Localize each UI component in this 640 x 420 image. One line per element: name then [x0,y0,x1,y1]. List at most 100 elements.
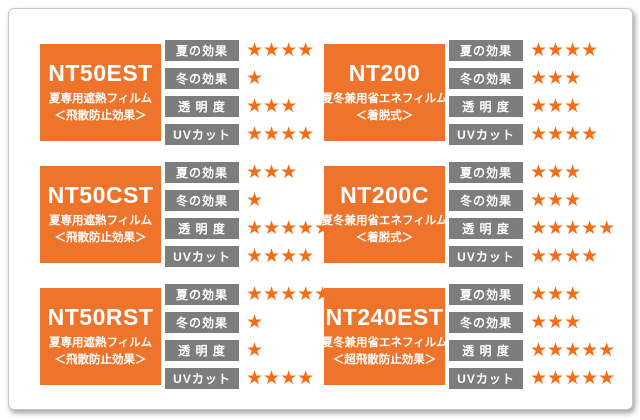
rating-row: UVカット ★★★★ [449,124,598,145]
product-note: ＜超飛散防止効果＞ [332,354,437,366]
ratings-list: 夏の効果 ★★★★ 冬の効果 ★ 透 明 度 ★★★ UVカット ★★★★ [165,40,314,145]
star-rating-icons: ★★★★★ [530,217,616,239]
rating-label: UVカット [165,368,239,389]
product-card-nt200c: NT200C 夏冬兼用省エネフィルム ＜着脱式＞ 夏の効果 ★★★ 冬の効果 ★… [321,162,615,267]
product-description: 夏専用遮熱フィルム [48,93,153,105]
star-rating-icons: ★★★ [530,283,582,305]
star-rating-icons: ★★★★ [246,123,315,145]
rating-row: 夏の効果 ★★★ [449,284,615,305]
star-rating-icons: ★★★★ [530,123,599,145]
rating-label: UVカット [165,246,239,267]
product-box: NT50EST 夏専用遮熱フィルム ＜飛散防止効果＞ [40,44,161,141]
product-grid: NT50EST 夏専用遮熱フィルム ＜飛散防止効果＞ 夏の効果 ★★★★ 冬の効… [40,40,632,389]
rating-label: 透 明 度 [165,96,239,117]
rating-row: 透 明 度 ★★★★★ [165,218,331,239]
star-rating-icons: ★★★★ [530,245,599,267]
rating-row: UVカット ★★★★ [165,124,314,145]
rating-label: UVカット [449,246,523,267]
rating-row: 夏の効果 ★★★ [449,162,615,183]
star-rating-icons: ★★★★★ [246,283,332,305]
star-rating-icons: ★★★ [530,161,582,183]
rating-row: UVカット ★★★★ [165,368,331,389]
product-box: NT50RST 夏専用遮熱フィルム ＜飛散防止効果＞ [40,288,161,385]
star-rating-icons: ★★★★ [246,367,315,389]
ratings-list: 夏の効果 ★★★ 冬の効果 ★★★ 透 明 度 ★★★★★ UVカット ★★★★ [449,162,615,267]
ratings-list: 夏の効果 ★★★★★ 冬の効果 ★ 透 明 度 ★ UVカット ★★★★ [165,284,331,389]
rating-label: 冬の効果 [165,68,239,89]
product-description: 夏専用遮熱フィルム [48,215,153,227]
product-name: NT50CST [47,182,154,208]
star-rating-icons: ★ [246,67,264,89]
product-name: NT200C [340,182,429,208]
rating-label: 夏の効果 [449,284,523,305]
rating-row: 夏の効果 ★★★★ [165,40,314,61]
rating-row: 夏の効果 ★★★★ [449,40,598,61]
rating-row: 透 明 度 ★ [165,340,331,361]
product-name: NT200 [348,60,421,86]
ratings-list: 夏の効果 ★★★ 冬の効果 ★ 透 明 度 ★★★★★ UVカット ★★★★ [165,162,331,267]
star-rating-icons: ★★★ [530,189,582,211]
product-box: NT200 夏冬兼用省エネフィルム ＜着脱式＞ [321,44,448,141]
star-rating-icons: ★★★★ [530,39,599,61]
rating-label: 透 明 度 [165,218,239,239]
product-card-nt50rst: NT50RST 夏専用遮熱フィルム ＜飛散防止効果＞ 夏の効果 ★★★★★ 冬の… [40,284,331,389]
rating-row: 冬の効果 ★ [165,190,331,211]
rating-row: UVカット ★★★★★ [449,368,615,389]
rating-label: UVカット [165,124,239,145]
product-note: ＜着脱式＞ [355,110,414,122]
rating-label: 夏の効果 [165,284,239,305]
rating-row: 透 明 度 ★★★ [165,96,314,117]
star-rating-icons: ★★★ [530,67,582,89]
product-note: ＜着脱式＞ [355,232,414,244]
product-note: ＜飛散防止効果＞ [54,354,147,366]
star-rating-icons: ★ [246,189,264,211]
product-note: ＜飛散防止効果＞ [54,232,147,244]
star-rating-icons: ★ [246,339,264,361]
rating-label: 冬の効果 [449,190,523,211]
rating-label: 冬の効果 [449,68,523,89]
product-box: NT240EST 夏冬兼用省エネフィルム ＜超飛散防止効果＞ [321,288,448,385]
star-rating-icons: ★★★★★ [530,367,616,389]
product-card-nt50est: NT50EST 夏専用遮熱フィルム ＜飛散防止効果＞ 夏の効果 ★★★★ 冬の効… [40,40,324,145]
product-box: NT200C 夏冬兼用省エネフィルム ＜着脱式＞ [321,166,448,263]
product-comparison-panel: NT50EST 夏専用遮熱フィルム ＜飛散防止効果＞ 夏の効果 ★★★★ 冬の効… [8,8,633,410]
rating-row: 透 明 度 ★★★★★ [449,218,615,239]
star-rating-icons: ★★★★ [246,39,315,61]
product-note: ＜飛散防止効果＞ [54,110,147,122]
product-card-nt240est: NT240EST 夏冬兼用省エネフィルム ＜超飛散防止効果＞ 夏の効果 ★★★ … [321,284,615,389]
rating-row: UVカット ★★★★ [165,246,331,267]
rating-label: 透 明 度 [165,340,239,361]
rating-label: 夏の効果 [449,40,523,61]
rating-row: 冬の効果 ★★★ [449,312,615,333]
rating-label: 冬の効果 [165,312,239,333]
product-description: 夏冬兼用省エネフィルム [321,337,448,349]
rating-label: UVカット [449,124,523,145]
rating-label: 冬の効果 [165,190,239,211]
product-name: NT50EST [48,60,153,86]
product-description: 夏冬兼用省エネフィルム [321,215,448,227]
product-name: NT240EST [325,304,444,330]
star-rating-icons: ★★★ [530,95,582,117]
product-description: 夏専用遮熱フィルム [48,337,153,349]
ratings-list: 夏の効果 ★★★★ 冬の効果 ★★★ 透 明 度 ★★★ UVカット ★★★★ [449,40,598,145]
rating-row: UVカット ★★★★ [449,246,615,267]
rating-label: 透 明 度 [449,340,523,361]
product-card-nt50cst: NT50CST 夏専用遮熱フィルム ＜飛散防止効果＞ 夏の効果 ★★★ 冬の効果… [40,162,331,267]
star-rating-icons: ★★★★★ [530,339,616,361]
star-rating-icons: ★★★ [246,95,298,117]
rating-row: 透 明 度 ★★★ [449,96,598,117]
rating-row: 冬の効果 ★ [165,68,314,89]
rating-row: 冬の効果 ★ [165,312,331,333]
ratings-list: 夏の効果 ★★★ 冬の効果 ★★★ 透 明 度 ★★★★★ UVカット ★★★★… [449,284,615,389]
rating-label: 透 明 度 [449,218,523,239]
star-rating-icons: ★★★★ [246,245,315,267]
rating-label: 夏の効果 [165,40,239,61]
product-box: NT50CST 夏専用遮熱フィルム ＜飛散防止効果＞ [40,166,161,263]
rating-row: 透 明 度 ★★★★★ [449,340,615,361]
rating-label: UVカット [449,368,523,389]
rating-label: 夏の効果 [165,162,239,183]
star-rating-icons: ★★★★★ [246,217,332,239]
rating-label: 透 明 度 [449,96,523,117]
rating-row: 夏の効果 ★★★★★ [165,284,331,305]
rating-label: 夏の効果 [449,162,523,183]
